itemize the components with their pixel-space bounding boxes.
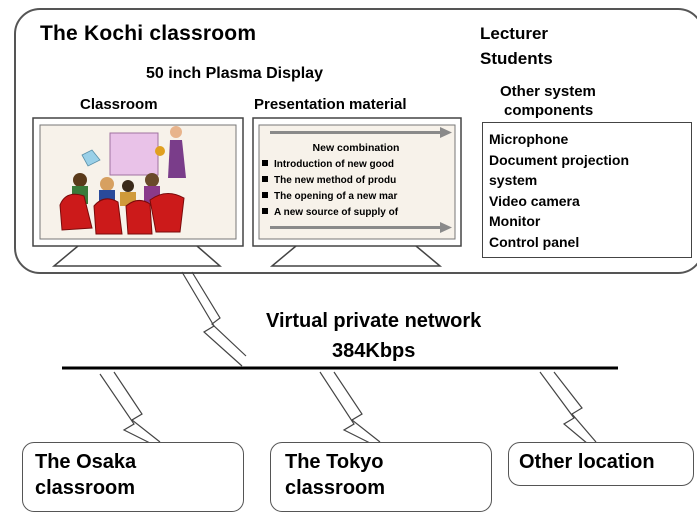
component-item: Document projection	[489, 151, 630, 168]
osaka-classroom-box: The Osaka classroom	[22, 442, 244, 512]
slide-bullet: A new source of supply of	[262, 207, 452, 218]
participants-list: Lecturer Students	[480, 21, 553, 71]
osaka-label-line-1: The Osaka	[35, 451, 137, 473]
slide-bullet-text: Introduction of new good	[274, 159, 394, 170]
slide-bullet-text: The new method of produ	[274, 175, 397, 186]
other-location-box: Other location	[508, 442, 694, 486]
osaka-label-line-2: classroom	[35, 477, 136, 499]
kochi-title: The Kochi classroom	[40, 22, 257, 45]
other-components-line-2: components	[504, 102, 594, 119]
presentation-monitor	[252, 117, 462, 267]
other-location-label: Other location	[519, 451, 655, 473]
network-speed: 384Kbps	[332, 340, 416, 362]
tokyo-label-line-1: The Tokyo	[285, 451, 384, 473]
component-item: system	[489, 172, 538, 188]
network-name: Virtual private network	[266, 310, 482, 332]
slide-bullet: The new method of produ	[262, 175, 452, 186]
component-item: Microphone	[489, 131, 569, 147]
component-item: Video camera	[489, 192, 580, 209]
lecturer-label: Lecturer	[480, 24, 549, 43]
presentation-slide-icon	[270, 127, 452, 233]
component-item: Monitor	[489, 213, 541, 229]
other-components-heading: Other system components	[500, 82, 596, 120]
presentation-display-label: Presentation material	[254, 96, 407, 113]
plasma-display-title: 50 inch Plasma Display	[146, 65, 323, 82]
classroom-clipart-icon	[59, 126, 186, 235]
slide-title: New combination	[312, 142, 400, 154]
other-components-line-1: Other system	[500, 83, 596, 100]
tokyo-label-line-2: classroom	[285, 477, 386, 499]
tokyo-classroom-box: The Tokyo classroom	[270, 442, 492, 512]
slide-bullet: The opening of a new mar	[262, 191, 452, 202]
slide-bullet-text: The opening of a new mar	[274, 191, 398, 202]
students-label: Students	[480, 49, 553, 68]
lightning-link-icon	[99, 271, 597, 445]
components-list: Microphone Document projection system Vi…	[482, 122, 692, 258]
classroom-display-label: Classroom	[80, 96, 158, 113]
slide-bullet: Introduction of new good	[262, 159, 452, 170]
component-item: Control panel	[489, 233, 580, 250]
slide-bullet-text: A new source of supply of	[274, 207, 399, 218]
